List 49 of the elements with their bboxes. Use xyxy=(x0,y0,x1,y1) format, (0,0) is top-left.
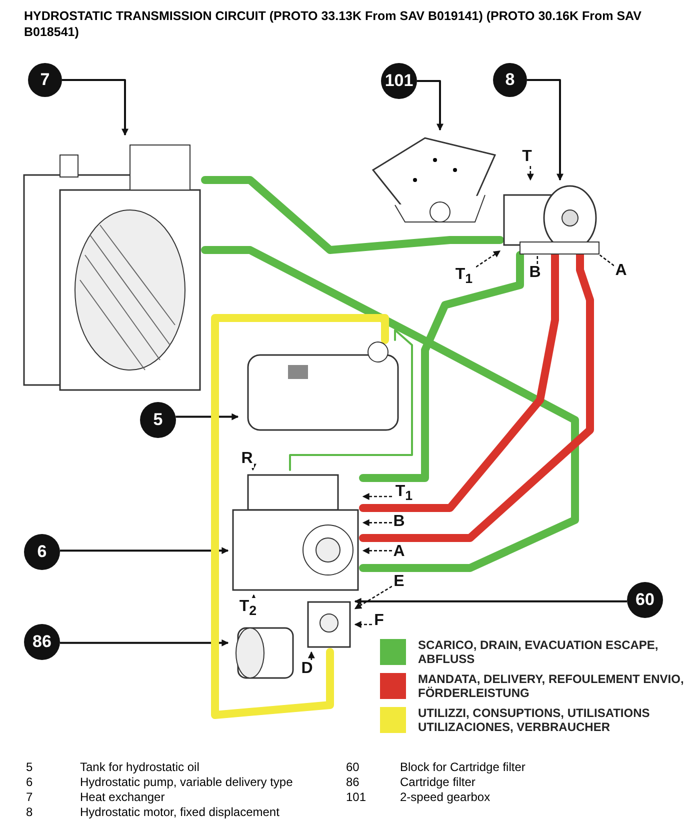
port-label: R xyxy=(240,450,254,468)
leader-line xyxy=(354,586,392,610)
callout-number: 6 xyxy=(24,534,60,570)
hose-pipe xyxy=(201,176,504,254)
leader-line xyxy=(176,413,239,420)
legend-label: MANDATA, DELIVERY, REFOULEMENT ENVIO, FÖRDERLEISTUNG xyxy=(418,672,685,700)
leader-line xyxy=(536,255,538,264)
leader-line xyxy=(362,519,392,526)
leader-line xyxy=(417,80,444,131)
leader-line xyxy=(60,547,229,554)
callout-number: 8 xyxy=(493,63,527,97)
leader-line xyxy=(476,250,501,268)
callout-number: 7 xyxy=(28,63,62,97)
part-number: 7 xyxy=(26,790,34,805)
leader-line xyxy=(249,464,256,471)
part-description: Block for Cartridge filter xyxy=(400,760,526,775)
part-description: Hydrostatic motor, fixed displacement xyxy=(80,805,280,820)
part-description: Tank for hydrostatic oil xyxy=(80,760,200,775)
part-description: Cartridge filter xyxy=(400,775,476,790)
leader-line xyxy=(308,651,315,660)
hose-pipe xyxy=(289,329,413,471)
legend-label: SCARICO, DRAIN, EVACUATION ESCAPE, ABFLUSS xyxy=(418,638,660,666)
leader-line xyxy=(62,79,128,136)
part-number: 6 xyxy=(26,775,34,790)
callout-number: 60 xyxy=(627,582,663,618)
part-number: 86 xyxy=(346,775,360,790)
leader-line xyxy=(362,547,392,554)
callout-number: 86 xyxy=(24,624,60,660)
hose-pipe xyxy=(201,246,579,572)
leader-line xyxy=(526,166,534,181)
part-description: Heat exchanger xyxy=(80,790,166,805)
part-number: 5 xyxy=(26,760,34,775)
diagram-title: HYDROSTATIC TRANSMISSION CIRCUIT (PROTO 33.13K From SAV B019141) (PROTO 30.16K From SAV B018541) xyxy=(24,8,642,40)
leader-line xyxy=(354,598,628,605)
part-description: Hydrostatic pump, variable delivery type xyxy=(80,775,294,790)
part-description: 2-speed gearbox xyxy=(400,790,492,805)
leader-line xyxy=(60,639,229,646)
part-number: 60 xyxy=(346,760,360,775)
leader-line xyxy=(599,254,614,266)
callout-number: 5 xyxy=(140,402,176,438)
part-number: 101 xyxy=(346,790,368,805)
part-number: 8 xyxy=(26,805,34,820)
hose-pipe xyxy=(359,251,524,482)
leader-line xyxy=(354,621,372,628)
legend-label: UTILIZZI, CONSUPTIONS, UTILISATIONS UTILIZACIONES, VERBRAUCHER xyxy=(418,706,651,734)
hose-pipe xyxy=(211,314,389,719)
leader-line xyxy=(527,79,564,181)
leader-line xyxy=(362,493,392,500)
callout-number: 101 xyxy=(381,63,417,99)
